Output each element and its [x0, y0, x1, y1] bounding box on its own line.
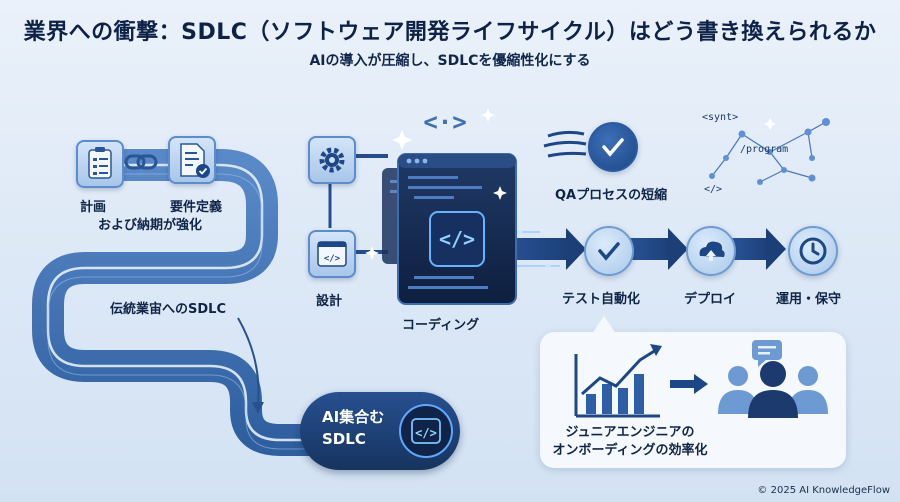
svg-text:<·>: <·> [423, 108, 466, 136]
traditional-sdlc-label: 伝統業宙へのSDLC [110, 302, 226, 317]
traditional-arrow [237, 317, 260, 406]
design-label: 設計 [316, 294, 343, 309]
test-check-icon [584, 226, 634, 276]
deploy-label: デプロイ [684, 292, 737, 307]
design-browser-icon: </> [308, 230, 356, 278]
cloud-upload-icon [686, 226, 736, 276]
network-tag-synt: <synt> [702, 112, 739, 123]
network-nodes [709, 118, 830, 185]
coding-label: コーディング [402, 318, 480, 333]
onboarding-caption: ジュニアエンジニアの オンボーディングの効率化 [540, 424, 720, 460]
chain-link-icon [124, 154, 158, 170]
onboarding-line1: ジュニアエンジニアの [565, 425, 695, 440]
clock-icon [788, 226, 838, 276]
ai-sdlc-line2: SDLC [322, 430, 366, 448]
document-check-icon [168, 136, 216, 184]
page-subtitle: AIの導入が圧縮し、SDLCを優縮性化にする [309, 53, 591, 69]
code-window: </> [397, 153, 517, 305]
planning-label: 計画 [80, 200, 107, 215]
operations-label: 運用・保守 [776, 292, 842, 307]
flow-arrow [500, 228, 786, 270]
network-tag-close: </> [704, 184, 723, 195]
svg-text:</>: </> [324, 254, 341, 264]
code-brackets-icon: <·> [423, 108, 466, 136]
ai-sdlc-badge: AI集合む SDLC </> [300, 392, 460, 470]
ai-sdlc-line1: AI集合む [322, 408, 385, 426]
qa-speed-lines [543, 130, 587, 158]
gear-icon [308, 136, 356, 184]
page-title: 業界への衝撃：SDLC（ソフトウェア開発ライフサイクル）はどう書き換えられるか [23, 20, 877, 45]
svg-text:</>: </> [415, 426, 437, 440]
checklist-icon [76, 140, 124, 188]
copyright-footer: © 2025 AI KnowledgeFlow [757, 485, 890, 496]
requirements-label: 要件定義 [170, 200, 223, 215]
qa-check-icon [588, 122, 638, 172]
ai-code-icon: </> [399, 404, 453, 458]
svg-text:</>: </> [439, 227, 475, 251]
network-tag-program: /program [740, 144, 789, 155]
onboarding-line2: オンボーディングの効率化 [552, 443, 708, 458]
sparkles [365, 108, 776, 260]
requirements-caption: および納期が強化 [98, 218, 203, 233]
sdlc-road [32, 149, 426, 456]
qa-label: QAプロセスの短縮 [555, 188, 668, 203]
panel-pointer [592, 316, 616, 334]
test-automation-label: テスト自動化 [562, 292, 641, 307]
